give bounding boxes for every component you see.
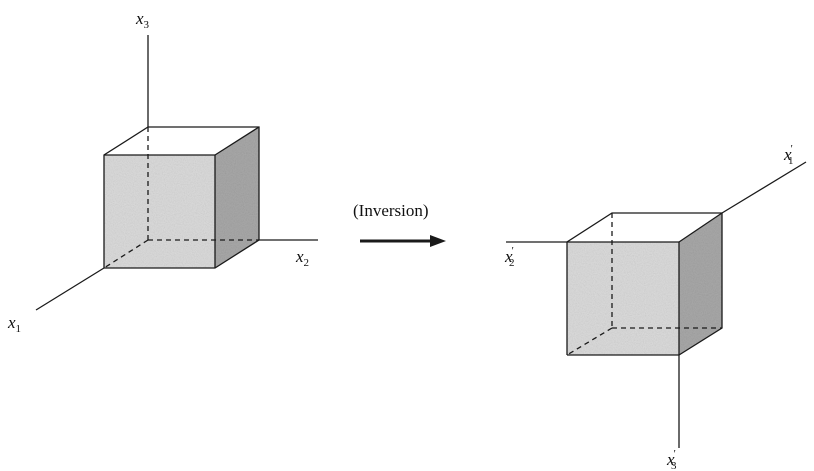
inversion-caption: (Inversion) [353, 201, 429, 220]
cube-side-face [215, 127, 259, 268]
label-x2: x2 [295, 247, 309, 269]
inversion-arrow-group: (Inversion) [353, 201, 446, 247]
label-x2-prime: x′2 [504, 245, 514, 269]
label-x3-prime: x′3 [666, 448, 677, 471]
label-x3: x3 [135, 9, 150, 31]
arrow-head [430, 235, 446, 247]
inverted-frame: x′1 x′2 x′3 [504, 143, 807, 471]
cube-top-right-edge [214, 126, 260, 156]
axis-x1 [35, 267, 105, 311]
axis-x1-prime [721, 161, 807, 214]
label-x1: x1 [7, 313, 21, 335]
original-frame: x3 x2 x1 [7, 9, 318, 335]
cube-prime-side-face [679, 213, 722, 355]
label-x1-prime: x′1 [783, 143, 793, 167]
cube-front-face [104, 155, 215, 268]
cube-prime-front-face [567, 242, 679, 355]
cube-prime-top-right-edge [678, 212, 723, 243]
